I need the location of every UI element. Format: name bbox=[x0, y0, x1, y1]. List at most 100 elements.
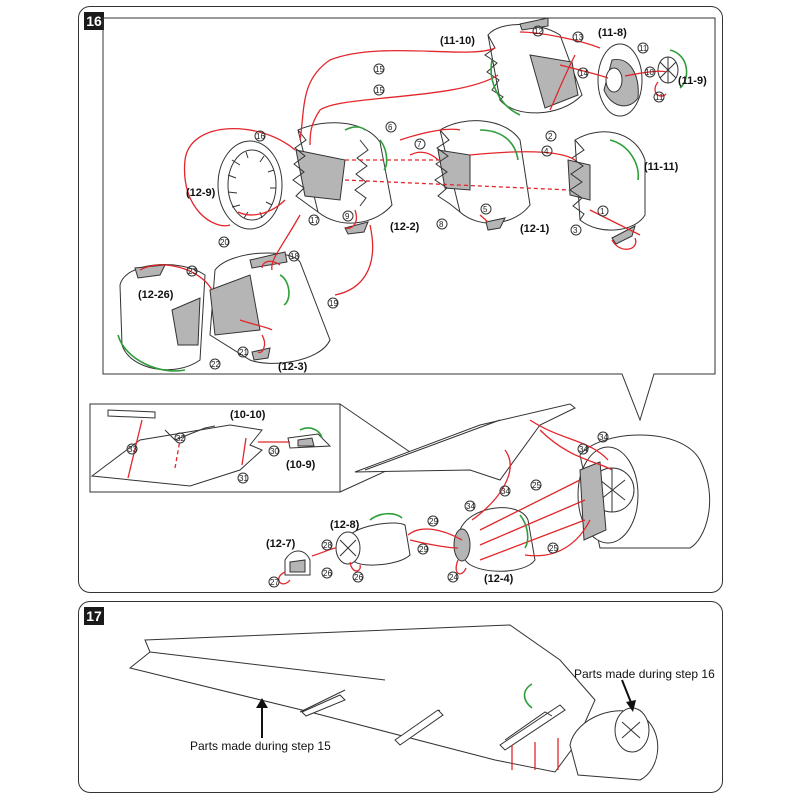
step-17-wing bbox=[128, 624, 596, 773]
callout-19: 19 bbox=[327, 297, 339, 309]
callout-8: 8 bbox=[436, 218, 448, 230]
label-12-2: (12-2) bbox=[390, 221, 420, 233]
svg-text:15: 15 bbox=[375, 86, 384, 95]
label-12-8: (12-8) bbox=[330, 519, 360, 531]
step-17-badge: 17 bbox=[84, 607, 104, 625]
svg-text:12: 12 bbox=[534, 27, 543, 36]
part-10-10 bbox=[90, 409, 263, 487]
svg-text:1: 1 bbox=[600, 207, 605, 216]
label-12-26: (12-26) bbox=[138, 289, 174, 301]
callout-10: 10 bbox=[644, 66, 656, 78]
callout-numbers-top: 1 2 3 4 5 6 7 8 9 10 11 11 12 13 14 15 1… bbox=[186, 25, 665, 370]
callout-30: 30 bbox=[268, 445, 280, 457]
svg-text:34: 34 bbox=[599, 433, 608, 442]
svg-text:27: 27 bbox=[270, 578, 279, 587]
label-11-8: (11-8) bbox=[598, 27, 627, 39]
label-11-11: (11-11) bbox=[644, 161, 679, 173]
part-12-3 bbox=[209, 251, 331, 364]
svg-text:5: 5 bbox=[483, 205, 488, 214]
callout-34c: 34 bbox=[499, 485, 511, 497]
svg-text:25: 25 bbox=[532, 481, 541, 490]
callout-11b: 11 bbox=[653, 91, 665, 103]
label-11-9: (11-9) bbox=[678, 75, 707, 87]
callout-16: 16 bbox=[254, 130, 266, 142]
callout-6: 6 bbox=[385, 121, 397, 133]
part-10-9 bbox=[287, 433, 332, 449]
svg-text:8: 8 bbox=[439, 220, 444, 229]
attach-arrows-middle bbox=[278, 419, 613, 585]
callout-12: 12 bbox=[532, 25, 544, 37]
label-12-3: (12-3) bbox=[278, 361, 308, 373]
svg-text:6: 6 bbox=[388, 123, 393, 132]
svg-text:32: 32 bbox=[176, 434, 185, 443]
svg-text:11: 11 bbox=[639, 44, 648, 53]
part-11-9 bbox=[657, 56, 679, 84]
svg-text:3: 3 bbox=[573, 226, 578, 235]
svg-text:34: 34 bbox=[466, 502, 475, 511]
callout-numbers-inset: 33 32 31 30 bbox=[126, 432, 280, 484]
svg-text:11: 11 bbox=[655, 93, 664, 102]
svg-text:19: 19 bbox=[329, 299, 338, 308]
callout-7: 7 bbox=[414, 138, 426, 150]
callout-29b: 29 bbox=[417, 543, 429, 555]
attach-arrows-inset bbox=[127, 419, 323, 479]
callout-20: 20 bbox=[218, 236, 230, 248]
part-11-8 bbox=[597, 43, 643, 117]
svg-text:26: 26 bbox=[354, 573, 363, 582]
svg-text:2: 2 bbox=[548, 132, 553, 141]
engine-nacelle bbox=[577, 434, 711, 549]
svg-text:29: 29 bbox=[419, 545, 428, 554]
svg-text:15: 15 bbox=[375, 65, 384, 74]
svg-text:4: 4 bbox=[544, 147, 549, 156]
part-12-9 bbox=[217, 140, 283, 230]
callout-numbers-middle: 34 34 34 34 25 25 24 29 29 28 26 26 27 bbox=[268, 431, 609, 588]
svg-text:33: 33 bbox=[128, 445, 137, 454]
callout-24: 24 bbox=[447, 571, 459, 583]
svg-text:34: 34 bbox=[579, 445, 588, 454]
callout-34b: 34 bbox=[577, 443, 589, 455]
callout-34a: 34 bbox=[597, 431, 609, 443]
callout-14: 14 bbox=[577, 67, 589, 79]
caption-parts-step-16: Parts made during step 16 bbox=[574, 667, 715, 681]
callout-13: 13 bbox=[572, 31, 584, 43]
svg-text:29: 29 bbox=[429, 517, 438, 526]
svg-text:23: 23 bbox=[188, 267, 197, 276]
svg-text:30: 30 bbox=[270, 447, 279, 456]
label-12-4: (12-4) bbox=[484, 573, 514, 585]
svg-text:17: 17 bbox=[310, 216, 319, 225]
callout-5: 5 bbox=[480, 203, 492, 215]
rotate-arrows-middle bbox=[369, 512, 529, 549]
label-12-9: (12-9) bbox=[186, 187, 216, 199]
callout-26: 26 bbox=[352, 571, 364, 583]
callout-18: 18 bbox=[288, 250, 300, 262]
caption-parts-step-15: Parts made during step 15 bbox=[190, 739, 331, 753]
callout-1: 1 bbox=[597, 205, 609, 217]
callout-2: 2 bbox=[545, 130, 557, 142]
callout-15b: 15 bbox=[373, 84, 385, 96]
svg-text:13: 13 bbox=[574, 33, 583, 42]
callout-15a: 15 bbox=[373, 63, 385, 75]
wing-section bbox=[354, 403, 576, 481]
callout-25b: 25 bbox=[547, 542, 559, 554]
part-12-7 bbox=[284, 550, 311, 576]
part-12-2 bbox=[292, 122, 393, 235]
exploded-view-frame bbox=[102, 17, 716, 422]
label-12-1: (12-1) bbox=[520, 223, 550, 235]
svg-text:26: 26 bbox=[323, 569, 332, 578]
callout-21: 21 bbox=[237, 346, 249, 358]
label-10-9: (10-9) bbox=[286, 459, 316, 471]
attach-arrows-top bbox=[139, 31, 667, 354]
label-10-10: (10-10) bbox=[230, 409, 266, 421]
callout-34d: 34 bbox=[464, 500, 476, 512]
callout-22: 22 bbox=[209, 358, 221, 370]
svg-text:18: 18 bbox=[290, 252, 299, 261]
svg-text:22: 22 bbox=[211, 360, 220, 369]
caption-pointers bbox=[256, 679, 636, 738]
part-12-4 bbox=[453, 507, 536, 572]
part-12-26 bbox=[119, 264, 206, 371]
svg-text:14: 14 bbox=[579, 69, 588, 78]
svg-text:10: 10 bbox=[645, 68, 654, 77]
callout-23: 23 bbox=[186, 265, 198, 277]
label-12-7: (12-7) bbox=[266, 538, 296, 550]
